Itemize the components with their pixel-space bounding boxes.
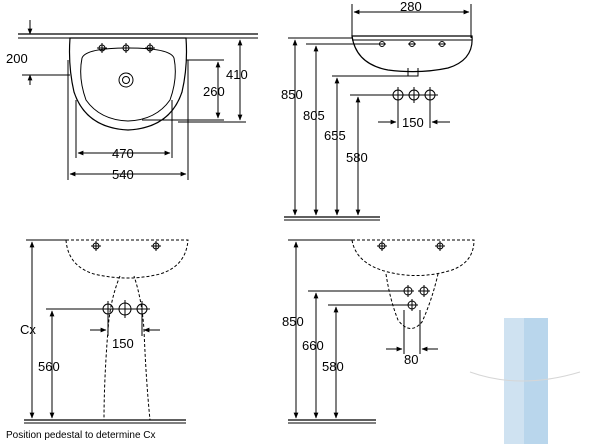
caption: Position pedestal to determine Cx <box>6 430 156 441</box>
dim-540: 540 <box>112 167 134 182</box>
dim-cx: Cx <box>20 322 36 337</box>
side-view-labels: 280 850 805 655 580 150 <box>281 0 424 165</box>
dim-150: 150 <box>402 115 424 130</box>
wall-connection-icon <box>402 285 430 311</box>
dim-280: 280 <box>400 0 422 14</box>
dim-580: 580 <box>322 359 344 374</box>
top-view-labels: 200 410 260 470 540 <box>6 51 248 182</box>
dim-150: 150 <box>112 336 134 351</box>
dim-850: 850 <box>282 314 304 329</box>
wall-connection-icon <box>100 300 150 318</box>
side-pedestal-labels: 850 660 580 80 <box>282 314 418 374</box>
side-pedestal-view <box>288 239 475 424</box>
front-view <box>24 239 189 424</box>
dim-560: 560 <box>38 359 60 374</box>
dim-655: 655 <box>324 128 346 143</box>
wall-connection-icon <box>390 87 438 103</box>
dim-80: 80 <box>404 352 418 367</box>
watermark-logo <box>469 318 581 444</box>
top-view <box>18 20 258 180</box>
dim-200: 200 <box>6 51 28 66</box>
tap-hole-icon <box>378 41 446 47</box>
dim-805: 805 <box>303 108 325 123</box>
side-view <box>284 4 473 221</box>
dim-660: 660 <box>302 338 324 353</box>
front-view-labels: Cx 560 150 <box>20 322 134 374</box>
dim-580: 580 <box>346 150 368 165</box>
dim-470: 470 <box>112 146 134 161</box>
tap-hole-icon <box>377 241 445 251</box>
tap-hole-icon <box>97 43 155 53</box>
dim-260: 260 <box>203 84 225 99</box>
tap-hole-icon <box>91 241 161 251</box>
dim-850: 850 <box>281 87 303 102</box>
dim-410: 410 <box>226 67 248 82</box>
